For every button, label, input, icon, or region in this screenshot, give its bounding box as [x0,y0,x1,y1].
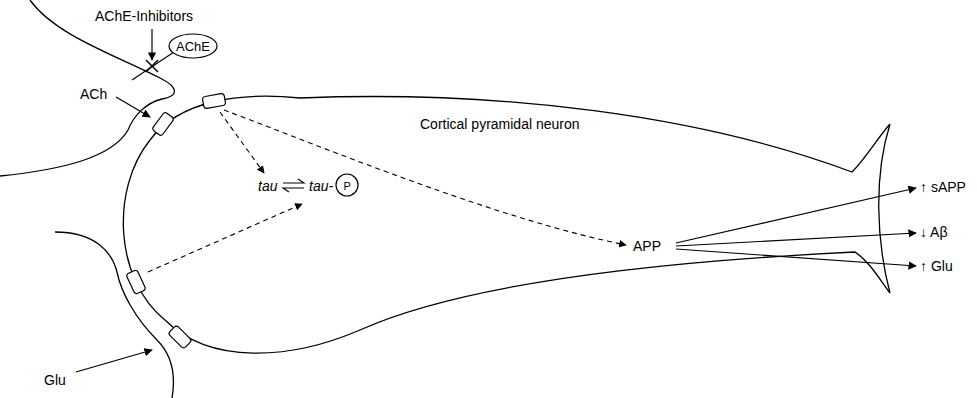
node-text: P [343,180,350,193]
glutamatergic-terminal [55,232,173,398]
product-arrow [676,233,916,246]
release-arrow [116,97,150,117]
product-arrow [676,249,916,266]
neuron-outline [123,96,890,353]
drug-label: AChE-Inhibitors [95,8,193,25]
receptor-symbol [202,93,226,109]
release-arrow [76,350,152,372]
transmitter-label: Glu [44,372,66,389]
block-cross [146,60,158,72]
inhibitor-arrow [151,29,152,60]
signal-arrow [220,112,264,173]
block-cross [146,60,158,72]
cell-label: Cortical pyramidal neuron [420,116,580,133]
signal-arrow [224,110,626,245]
protein-label: tau- [309,178,333,195]
effect-label: ↓ Aβ [920,224,948,241]
equilibrium-symbol [283,179,304,183]
effect-label: ↑ sAPP [920,179,966,196]
effect-label: ↑ Glu [920,258,953,275]
cholinergic-terminal [0,0,175,176]
node-outline [336,174,358,196]
enzyme-ellipse: AChE [168,33,218,59]
enzyme-line [132,52,174,80]
node-text: AChE [176,39,210,54]
protein-label: tau [258,178,277,195]
receptor-symbol [168,325,192,349]
protein-label: APP [633,238,661,255]
receptor-symbol [126,269,146,294]
transmitter-label: ACh [80,86,107,103]
phosphate-circle: P [335,173,359,197]
node-outline [169,34,217,58]
equilibrium-symbol [283,188,304,192]
signal-arrow [148,204,302,272]
receptor-symbol [152,112,175,137]
